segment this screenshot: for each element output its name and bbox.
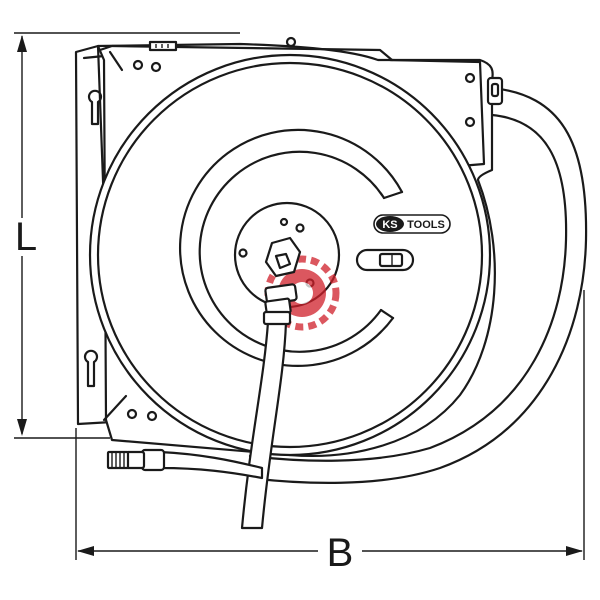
width-label: B: [327, 531, 354, 575]
screw-bl-1: [126, 408, 138, 420]
screw-tr-1: [464, 72, 476, 84]
screw-bl-2: [146, 410, 158, 422]
arrow-up-icon: [17, 35, 27, 52]
outer-hose: [248, 86, 588, 484]
dimension-width: B: [75, 290, 585, 575]
hose-guide: [486, 76, 504, 106]
arrow-left-icon: [77, 546, 94, 556]
top-latch: [148, 40, 178, 52]
arrow-right-icon: [566, 546, 583, 556]
keyhole-slot-bottom: [83, 349, 99, 388]
keyhole-slot-top: [87, 89, 103, 126]
screw-top: [285, 36, 297, 48]
threaded-connector: [106, 450, 130, 470]
logo-ks: KS: [382, 219, 397, 231]
ratchet-lock-button: [355, 248, 415, 272]
inner-hose-coil: [178, 128, 404, 367]
height-label: L: [15, 215, 37, 259]
screw-tl-1: [132, 59, 144, 71]
arrow-down-icon: [17, 419, 27, 436]
logo-tools: TOOLS: [407, 219, 445, 231]
hose-crimp-fitting: [140, 448, 166, 472]
ks-tools-logo: KS TOOLS: [373, 214, 451, 234]
screw-tl-2: [150, 61, 162, 73]
bottom-hose: [106, 448, 264, 480]
screw-tr-2: [464, 116, 476, 128]
dimension-height: L: [14, 32, 240, 439]
